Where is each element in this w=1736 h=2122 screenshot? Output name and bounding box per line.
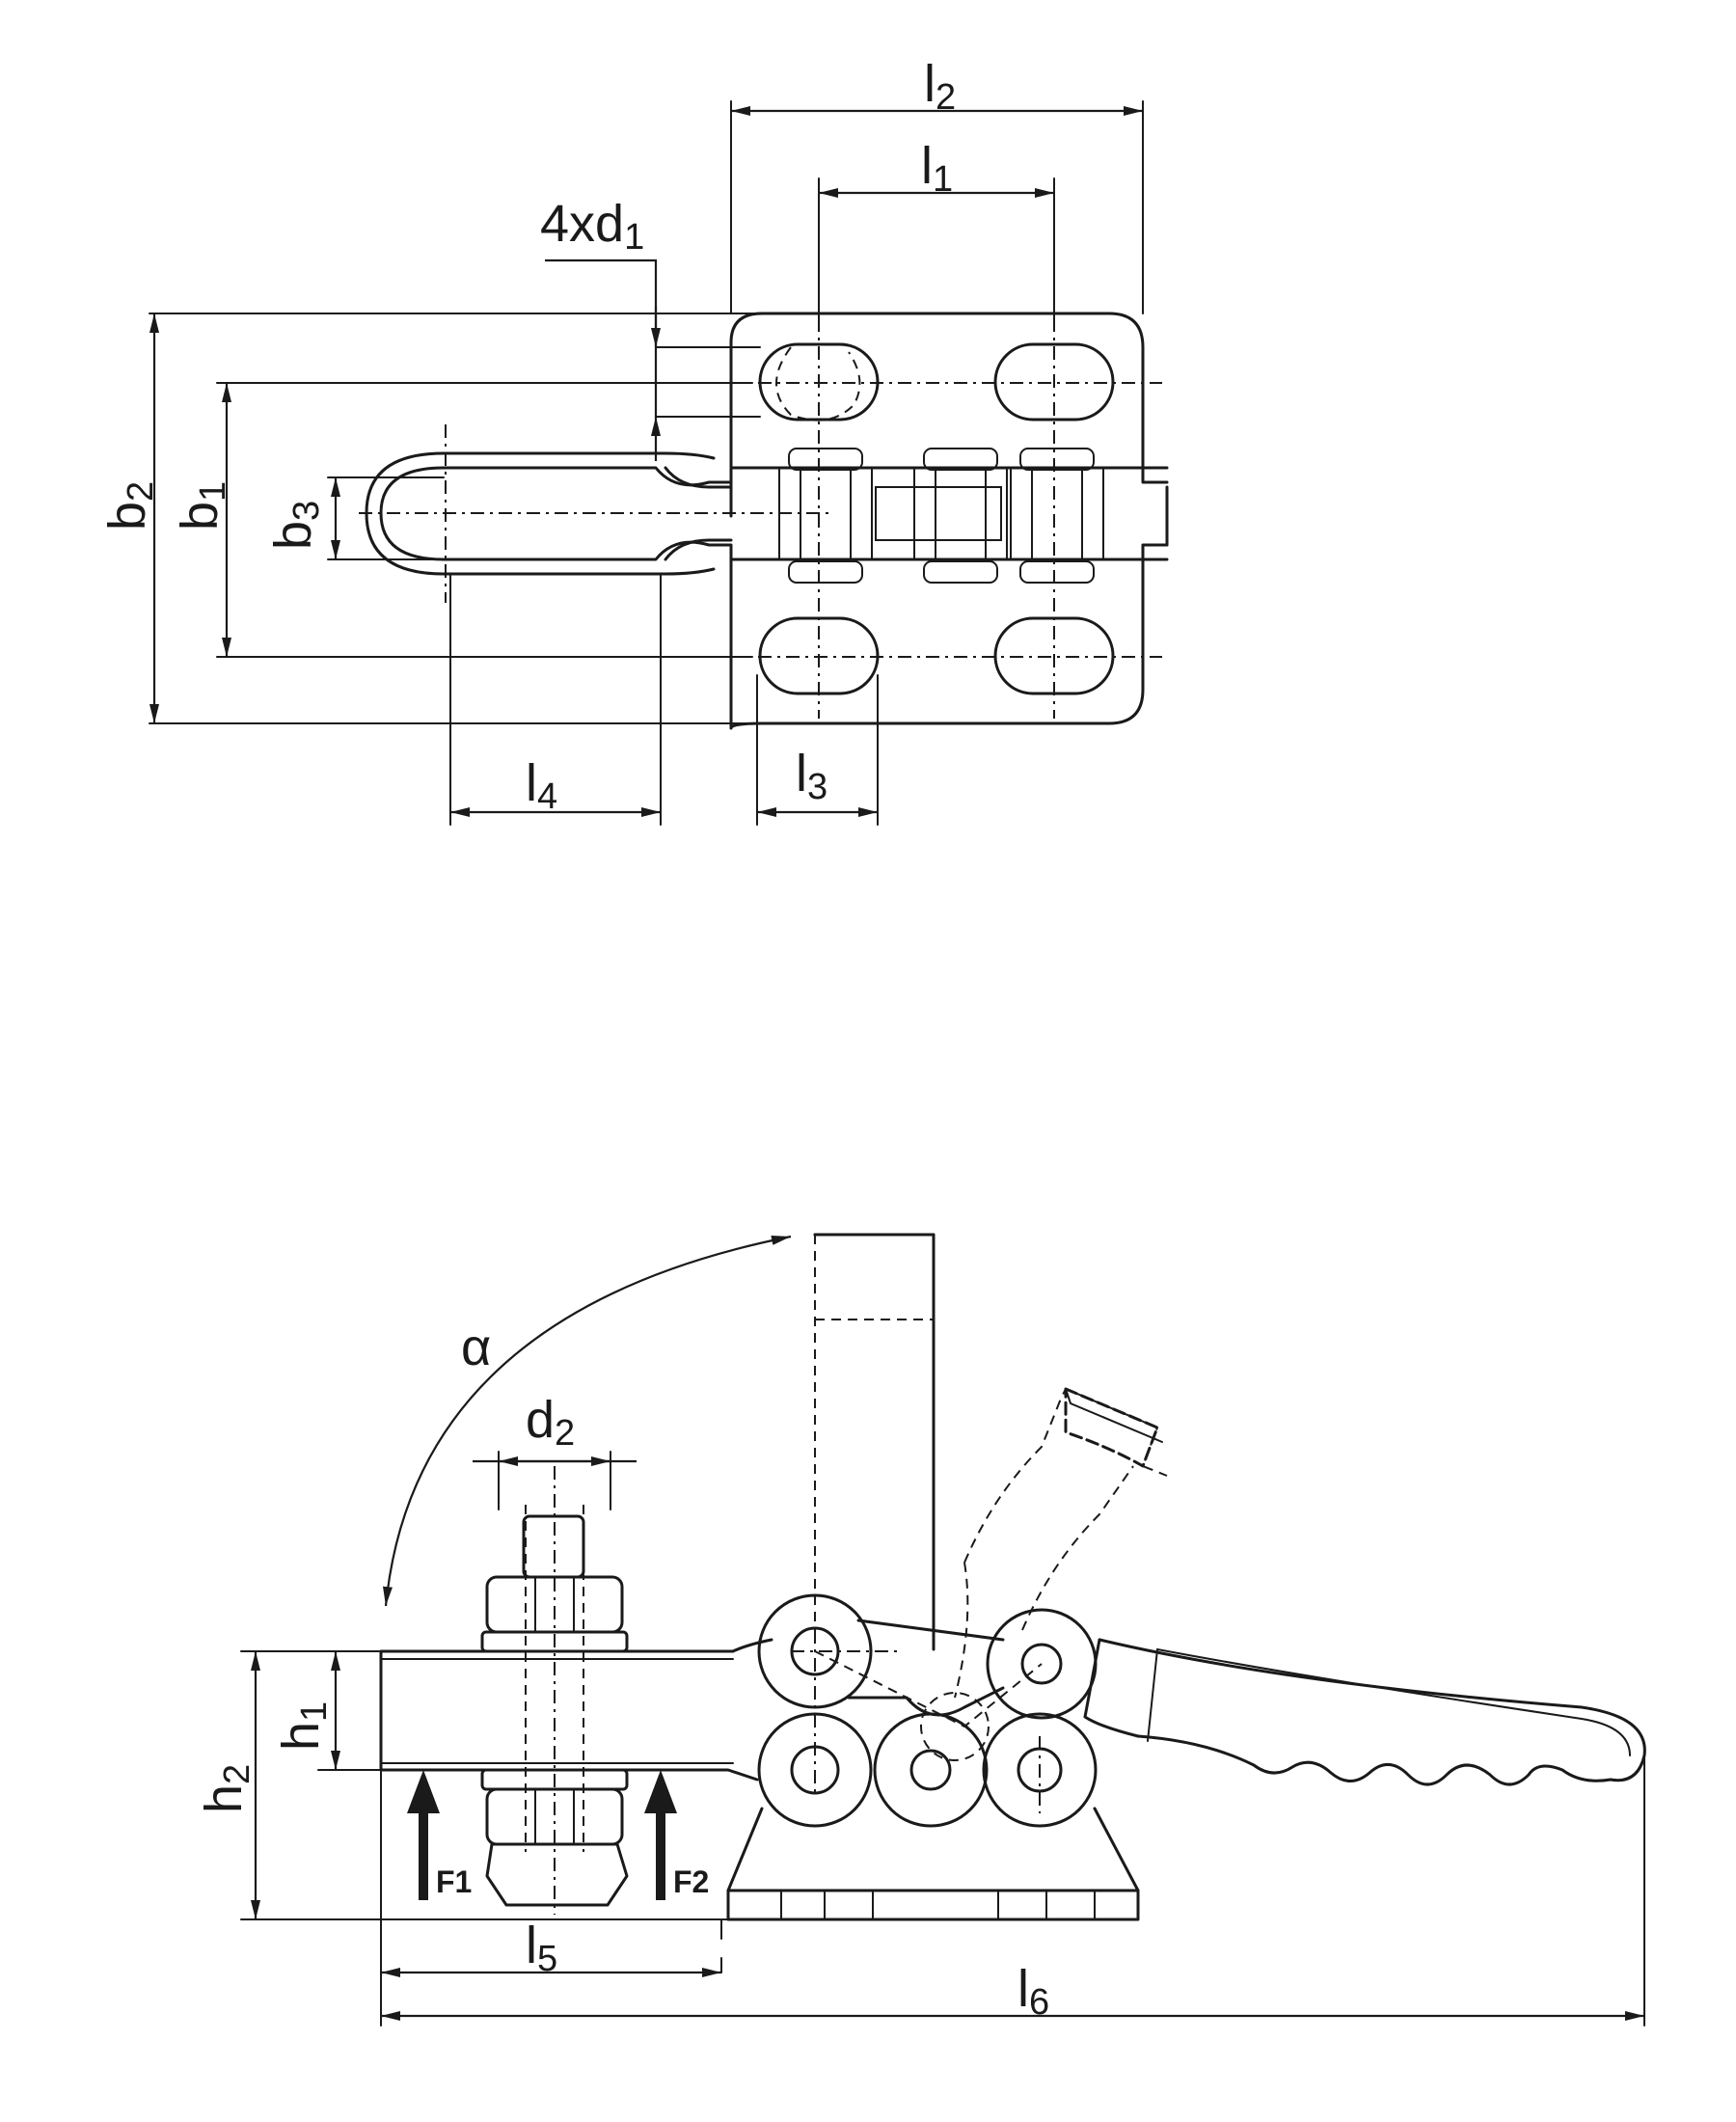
handle-shell-right: [664, 451, 716, 460]
clamp-base-foot: [726, 1807, 1140, 1921]
top-view: l2 l1 4xd1 b2 b1 b3 l4 l3: [98, 55, 1169, 826]
force-arrow-f2: [644, 1770, 677, 1900]
label-f1: F1: [436, 1864, 472, 1899]
label-b2: b2: [98, 481, 161, 530]
label-4xd1: 4xd1: [540, 195, 644, 258]
label-d2: d2: [526, 1391, 575, 1454]
force-arrow-f1: [407, 1770, 440, 1900]
label-h2: h2: [195, 1764, 258, 1813]
clamp-spindle: [480, 1466, 629, 1915]
base-plate-outline: [729, 312, 1145, 730]
label-b1: b1: [171, 481, 233, 530]
arm-open-position: [813, 1233, 936, 1651]
label-l6: l6: [1017, 1960, 1049, 2023]
label-l2: l2: [924, 55, 956, 118]
clamping-arm: [379, 1638, 773, 1782]
handle-open-position: [963, 1387, 1168, 1631]
hole-leader: [545, 258, 658, 417]
label-l5: l5: [526, 1917, 557, 1979]
clamp-body-linkage: [757, 1562, 1098, 1828]
handle-shell: [365, 451, 716, 576]
label-f2: F2: [673, 1864, 709, 1899]
alpha-arc: [382, 1235, 792, 1607]
side-view: α d2 h2 h1 F1 F2 l5 l6: [195, 1233, 1646, 2027]
label-alpha: α: [461, 1319, 491, 1376]
label-l1: l1: [921, 137, 953, 200]
label-h1: h1: [272, 1701, 335, 1751]
clamp-arm-inner: [664, 466, 1169, 561]
hinge-pins: [778, 448, 1104, 584]
label-l3: l3: [796, 745, 827, 807]
extension-lines: [149, 100, 1144, 826]
slot-hidden-circle: [775, 346, 861, 422]
label-b3: b3: [264, 501, 327, 550]
clamp-handle: [1083, 1638, 1646, 1786]
side-extension-lines: [240, 1451, 1645, 2027]
label-l4: l4: [526, 754, 557, 817]
